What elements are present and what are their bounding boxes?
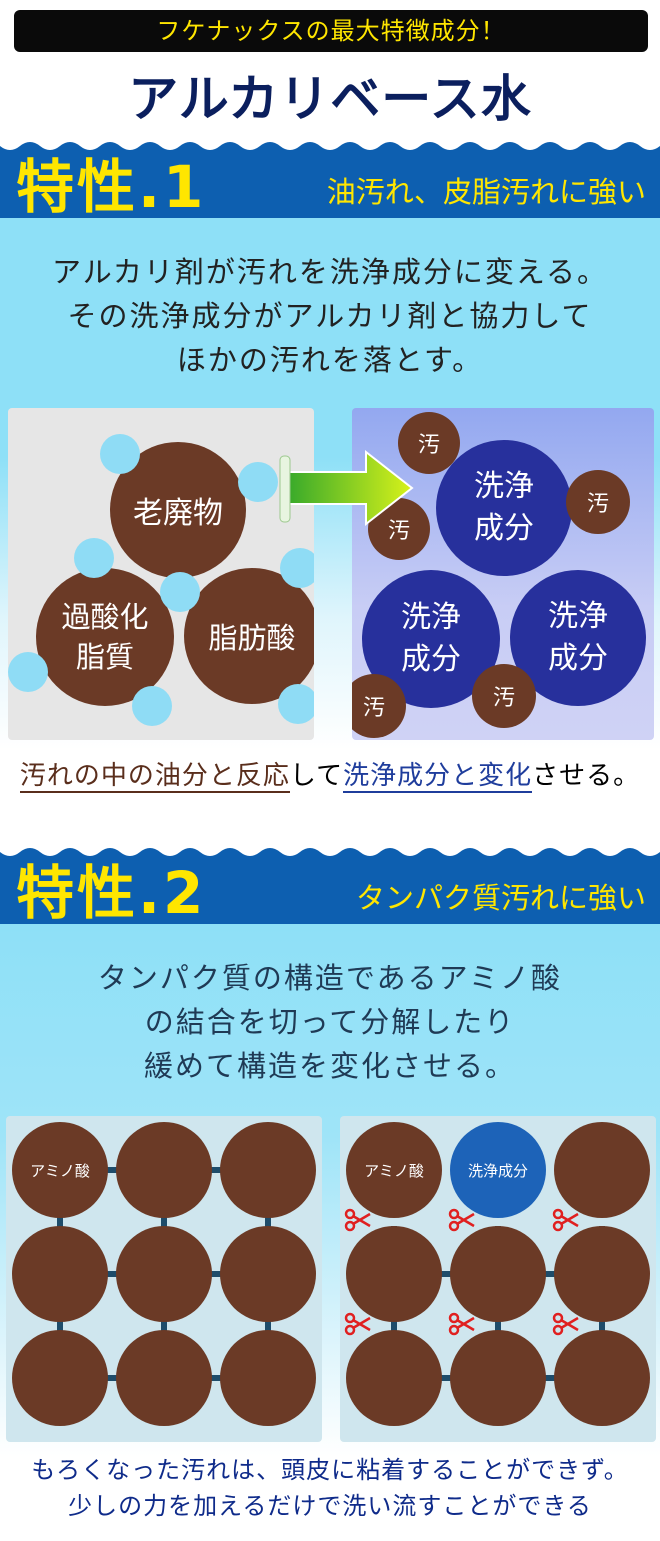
dirt-label: 汚: [492, 686, 515, 711]
dirt-circle: 汚: [398, 412, 460, 474]
before-diagram: 老廃物 過酸化 脂質 脂肪酸: [8, 408, 314, 740]
closing-line: もろくなった汚れは、頭皮に粘着することができず。: [31, 1456, 629, 1484]
amino-acid-circle: [116, 1226, 212, 1322]
amino-acid-circle: [450, 1330, 546, 1426]
alkali-particle: [278, 684, 314, 724]
alkali-particle: [238, 462, 278, 502]
amino-acid-circle: [116, 1122, 212, 1218]
amino-acid-circle: [450, 1226, 546, 1322]
feature2-lead-line: の結合を切って分解したり: [144, 1005, 516, 1039]
alkali-particle: [280, 548, 314, 588]
feature1-subtitle: 油汚れ、皮脂汚れに強い: [326, 175, 646, 209]
feature2-lead: タンパク質の構造であるアミノ酸 の結合を切って分解したり 緩めて構造を変化させる…: [0, 956, 660, 1088]
amino-acid-circle: [12, 1226, 108, 1322]
cleanser-label: 成分: [401, 642, 461, 677]
peroxide-label: 過酸化: [61, 600, 149, 634]
amino-acid-circle: [554, 1122, 650, 1218]
feature1-lead-line: ほかの汚れを落とす。: [176, 343, 484, 377]
waste-label: 老廃物: [133, 496, 223, 531]
amino-acid-circle: [220, 1226, 316, 1322]
caption-text: して: [289, 761, 344, 791]
amino-acid-circle: [116, 1330, 212, 1426]
scissors-icon: [552, 1312, 579, 1336]
feature2-lead-line: タンパク質の構造であるアミノ酸: [97, 961, 563, 995]
scissors-icon: [448, 1208, 475, 1232]
feature1-header: 特性.1 油汚れ、皮脂汚れに強い: [0, 140, 660, 218]
wave-decoration: [0, 846, 660, 856]
feature1-lead: アルカリ剤が汚れを洗浄成分に変える。 その洗浄成分がアルカリ剤と協力して ほかの…: [0, 250, 660, 382]
amino-acid-circle: アミノ酸: [346, 1122, 442, 1218]
scissors-icon: [552, 1208, 579, 1232]
caption-to-cleanser: 洗浄成分と変化: [343, 761, 533, 793]
amino-acid-label: アミノ酸: [30, 1161, 90, 1180]
alkali-particle: [100, 434, 140, 474]
amino-acid-circle: [554, 1226, 650, 1322]
closing-line: 少しの力を加えるだけで洗い流すことができる: [68, 1492, 592, 1520]
caption-react-oil: 汚れの中の油分と反応: [19, 761, 290, 793]
feature1-caption: 汚れの中の油分と反応して洗浄成分と変化させる。: [0, 756, 660, 796]
page-title: アルカリベース水: [128, 70, 532, 128]
amino-acid-label: アミノ酸: [364, 1161, 424, 1180]
scissors-icon: [344, 1312, 371, 1336]
feature1-number: 特性.1: [16, 153, 207, 218]
amino-acid-circle: [346, 1330, 442, 1426]
dirt-label: 汚: [586, 492, 609, 517]
scissors-icon: [448, 1312, 475, 1336]
cleanser-circle: 洗浄 成分: [510, 570, 646, 706]
alkali-particle: [160, 572, 200, 612]
feature2-header: 特性.2 タンパク質汚れに強い: [0, 846, 660, 924]
dirt-label: 汚: [417, 433, 440, 458]
cleanser-label: 洗浄: [548, 599, 608, 634]
dirt-label: 汚: [362, 696, 385, 721]
scissors-icon: [344, 1208, 371, 1232]
alkali-particle: [132, 686, 172, 726]
cleanser-label: 成分: [474, 511, 534, 546]
cleanser-label: 洗浄成分: [467, 1161, 528, 1180]
alkali-particle: [8, 652, 48, 692]
peroxide-lipid-circle: 過酸化 脂質: [36, 568, 174, 706]
feature2-lead-line: 緩めて構造を変化させる。: [143, 1049, 516, 1083]
fatty-acid-label: 脂肪酸: [208, 621, 296, 655]
alkali-particle: [74, 538, 114, 578]
dirt-circle: 汚: [472, 664, 536, 728]
amino-acid-grid: アミノ酸: [6, 1116, 322, 1442]
dirt-circle: 汚: [566, 470, 630, 534]
feature2-subtitle: タンパク質汚れに強い: [355, 881, 646, 915]
dirt-label: 汚: [387, 519, 410, 544]
feature2-number: 特性.2: [16, 859, 207, 924]
feature2-closing: もろくなった汚れは、頭皮に粘着することができず。 少しの力を加えるだけで洗い流す…: [0, 1452, 660, 1524]
cleanser-label: 洗浄: [474, 469, 534, 504]
amino-acid-circle: [12, 1330, 108, 1426]
amino-acid-circle: アミノ酸: [12, 1122, 108, 1218]
amino-acid-grid-broken: アミノ酸 洗浄成分: [340, 1116, 656, 1442]
amino-acid-circle: [220, 1122, 316, 1218]
top-banner: フケナックスの最大特徴成分！: [14, 10, 648, 52]
after-diagram: 洗浄 成分 洗浄 成分 洗浄 成分 汚 汚 汚 汚 汚: [352, 408, 654, 740]
caption-text: させる。: [532, 761, 641, 791]
cleanser-label: 洗浄: [401, 600, 461, 635]
amino-acid-circle: [220, 1330, 316, 1426]
green-arrow-icon: [279, 449, 414, 527]
cleanser-label: 成分: [548, 641, 608, 676]
amino-acid-circle: [346, 1226, 442, 1322]
feature1-lead-line: その洗浄成分がアルカリ剤と協力して: [67, 299, 593, 333]
fatty-acid-circle: 脂肪酸: [184, 568, 314, 704]
cleanser-circle: 洗浄 成分: [436, 440, 572, 576]
lipid-label: 脂質: [75, 640, 134, 674]
dirt-circle: 汚: [352, 674, 406, 738]
amino-acid-circle: [554, 1330, 650, 1426]
cleanser-circle: 洗浄成分: [450, 1122, 546, 1218]
wave-decoration: [0, 140, 660, 150]
feature1-lead-line: アルカリ剤が汚れを洗浄成分に変える。: [52, 255, 608, 289]
